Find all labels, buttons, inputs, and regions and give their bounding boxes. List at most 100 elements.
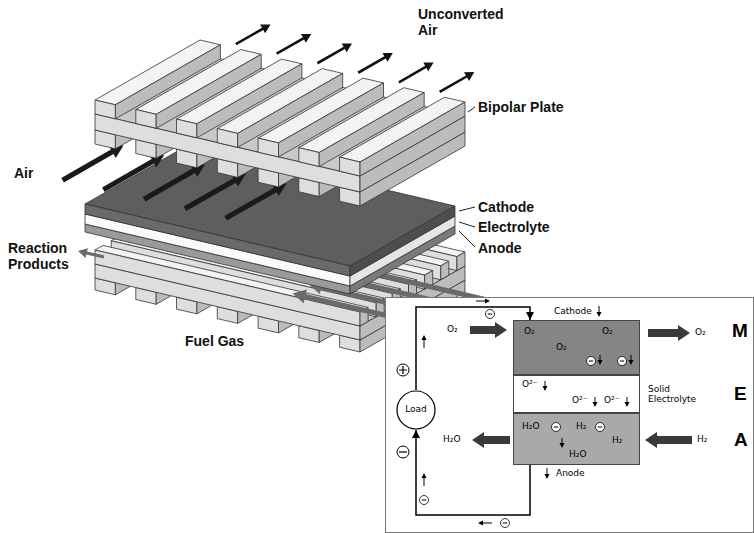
electron-sign <box>422 500 426 501</box>
air-flow-arrow <box>61 145 123 182</box>
terminal-circle <box>397 446 409 458</box>
species-label: H₂ <box>576 422 586 432</box>
species-label: H₂ <box>697 434 707 444</box>
arrow-head <box>625 402 630 407</box>
flow-arrow-head <box>597 312 602 317</box>
bipolar-plate <box>360 102 465 176</box>
electron-circle <box>618 357 627 366</box>
species-label: H₂ <box>612 436 622 446</box>
part-label: Anode <box>478 240 522 256</box>
exhaust-air-arrow <box>317 43 352 64</box>
migration-arrow <box>593 397 598 407</box>
leader-line <box>459 207 475 211</box>
bipolar-plate <box>95 100 115 119</box>
part-label: Cathode <box>478 199 534 215</box>
exhaust-air-arrow <box>358 53 393 74</box>
air-flow-arrow <box>102 155 164 192</box>
electron-sign <box>589 361 593 362</box>
plus-sign <box>399 366 407 374</box>
terminal-circle <box>397 364 409 376</box>
electron-symbol <box>486 310 495 319</box>
flow-arrow-head <box>485 299 490 304</box>
layer-heading: Cathode <box>554 307 592 317</box>
exhaust-air-arrow <box>276 34 311 55</box>
cropped-letter: E <box>734 384 747 405</box>
species-label: H₂O <box>569 450 586 460</box>
anode-layer: AnodeH₂OH₂H₂H₂O <box>513 413 640 465</box>
cathode-layer <box>85 204 350 276</box>
flow-arrow-head <box>422 473 427 478</box>
flow-arrow <box>599 306 600 313</box>
species-label: O₂ <box>695 327 706 337</box>
plus-terminal <box>397 364 409 376</box>
leader-line <box>468 107 475 112</box>
electron-symbol <box>501 519 510 528</box>
water-out-arrow <box>472 432 510 448</box>
bipolar-plate <box>299 148 319 167</box>
load-symbol: Load <box>396 390 436 430</box>
electron-symbol <box>618 357 627 366</box>
arrow-head <box>593 402 598 407</box>
cathode-layer: CathodeO₂O₂O₂ <box>513 320 640 375</box>
electron-circle <box>552 423 561 432</box>
minus-terminal <box>397 446 409 458</box>
inset-frame <box>386 298 754 533</box>
flow-arrow <box>482 523 492 524</box>
part-label: Electrolyte <box>478 219 550 235</box>
bipolar-plate <box>340 157 360 176</box>
electrolyte-layer: O²⁻O²⁻O²⁻ <box>513 375 640 413</box>
arrow-head <box>543 386 548 391</box>
migration-arrow <box>625 397 630 407</box>
product-flow-arrow <box>78 248 104 258</box>
arrow-head <box>598 360 603 365</box>
air-flow-arrow <box>224 184 286 221</box>
species-label: O²⁻ <box>522 380 537 390</box>
migration-arrow <box>629 355 634 365</box>
electron-symbol <box>596 423 605 432</box>
part-label: Bipolar Plate <box>478 99 564 115</box>
flow-arrow-head <box>478 521 483 526</box>
layer-label: Solid Electrolyte <box>648 384 700 405</box>
load-label: Load <box>405 405 427 415</box>
species-label: O₂ <box>447 324 458 334</box>
flow-label: Reaction Products <box>8 240 80 272</box>
exhaust-air-arrow <box>439 72 474 93</box>
minus-sign <box>399 451 407 452</box>
electron-sign <box>503 523 507 524</box>
inset-panel <box>386 298 754 533</box>
bipolar-plate <box>457 252 465 271</box>
electron-sign <box>598 427 602 428</box>
species-label: H₂O <box>443 434 460 444</box>
bipolar-plate <box>441 261 449 280</box>
migration-arrow <box>543 381 548 391</box>
flow-label: Unconverted Air <box>418 6 518 38</box>
species-label: H₂O <box>522 422 539 432</box>
flow-label: Fuel Gas <box>185 333 244 349</box>
flow-arrow-head <box>422 335 427 340</box>
exhaust-air-arrow <box>235 24 270 45</box>
leader-line <box>459 231 475 247</box>
bipolar-plate <box>217 129 237 148</box>
electron-symbol <box>587 357 596 366</box>
arrow-head <box>560 443 565 448</box>
hydrogen-in-arrow <box>645 432 692 448</box>
layer-heading: Anode <box>556 469 585 479</box>
flow-arrow <box>547 468 548 475</box>
arrow-head <box>629 360 634 365</box>
species-label: O₂ <box>524 327 535 337</box>
electron-circle <box>596 423 605 432</box>
migration-arrow <box>598 355 603 365</box>
species-label: O²⁻ <box>572 396 587 406</box>
electron-sign <box>554 427 558 428</box>
species-label: O₂ <box>556 343 567 353</box>
bipolar-plate <box>177 119 197 138</box>
species-label: O₂ <box>602 327 613 337</box>
bipolar-plate <box>136 110 156 129</box>
flow-arrow <box>424 477 425 486</box>
flow-label: Air <box>14 165 33 181</box>
electron-symbol <box>420 496 429 505</box>
oxygen-out-arrow <box>648 325 690 341</box>
flow-arrow-head <box>545 474 550 479</box>
